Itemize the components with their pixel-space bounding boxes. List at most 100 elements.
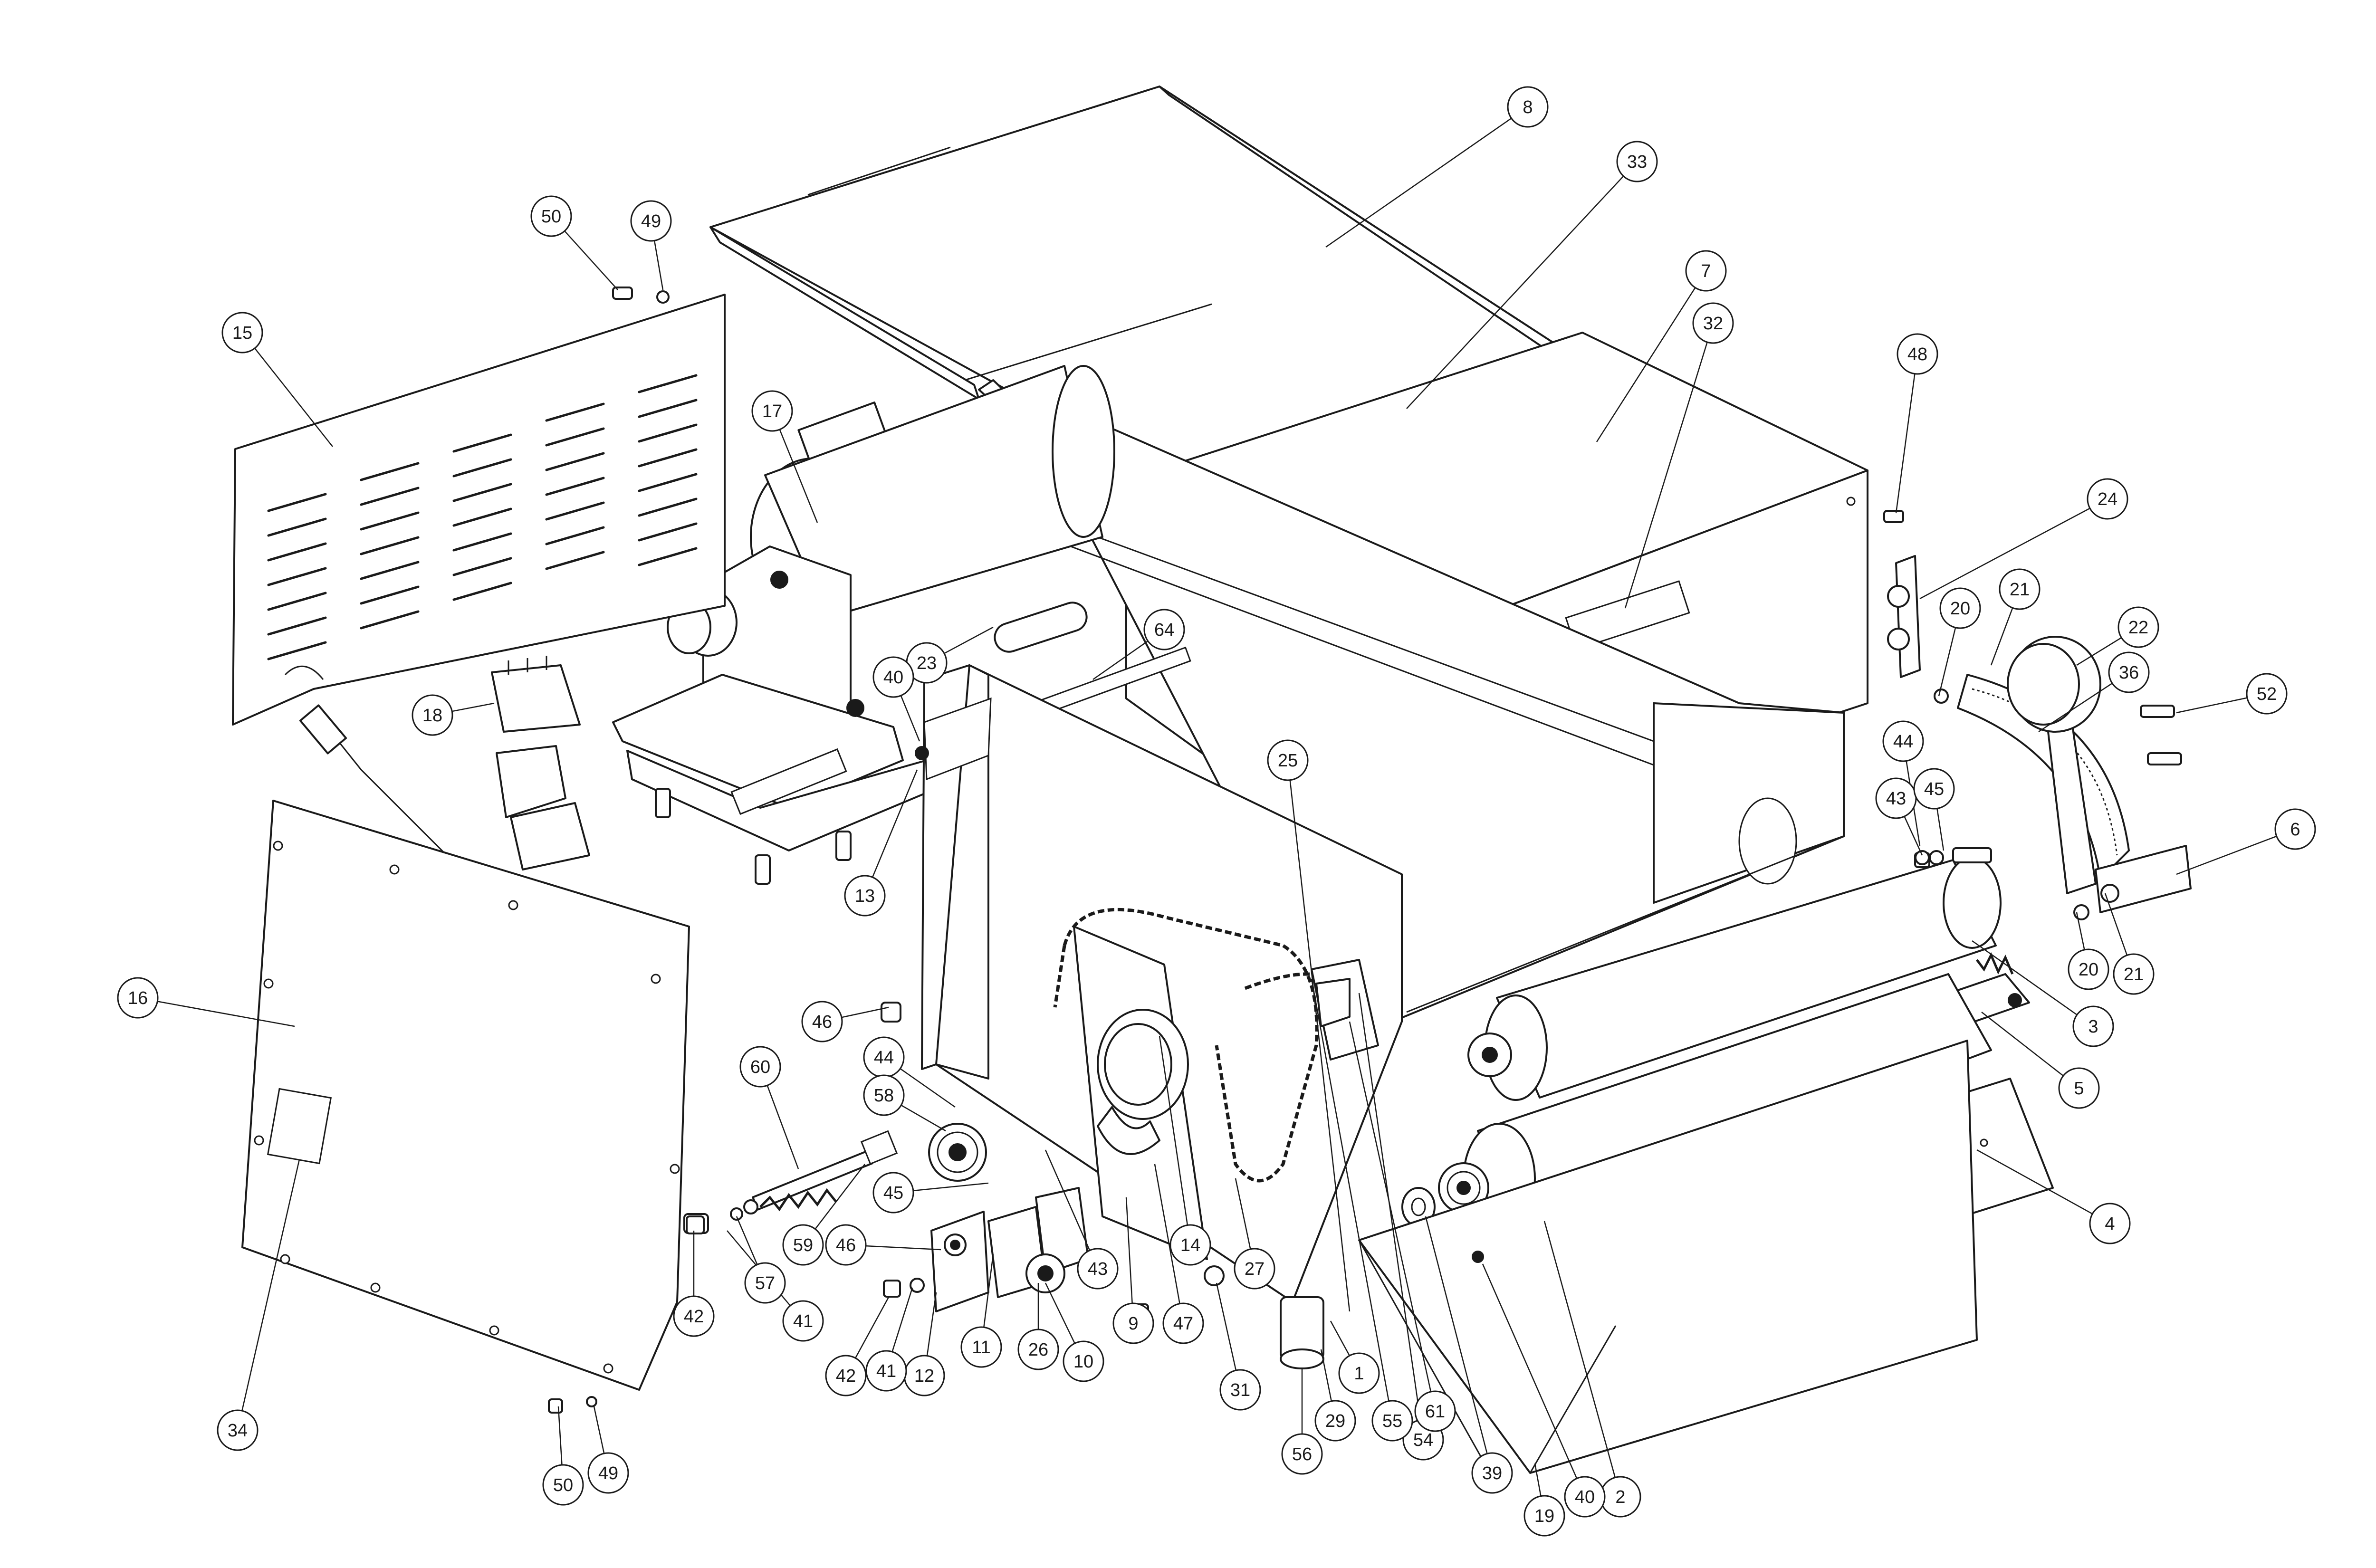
callout-number: 14 bbox=[1180, 1235, 1200, 1255]
callout-number: 42 bbox=[836, 1366, 856, 1386]
callout-number: 33 bbox=[1627, 152, 1647, 172]
leader-line bbox=[855, 1297, 890, 1358]
louver-slot bbox=[360, 511, 420, 531]
callout-circle bbox=[1939, 587, 1981, 629]
callout-circle bbox=[1281, 1433, 1323, 1475]
callout-number: 11 bbox=[972, 1338, 990, 1358]
callout-59: 59 bbox=[782, 1224, 824, 1266]
callout-number: 54 bbox=[1413, 1430, 1433, 1450]
callout-16: 16 bbox=[117, 977, 159, 1019]
callout-number: 29 bbox=[1325, 1411, 1345, 1431]
mount-hole bbox=[670, 1164, 680, 1174]
leader-line bbox=[1349, 1021, 1432, 1392]
part-side-arm bbox=[1934, 636, 2192, 920]
leader-line bbox=[1330, 1320, 1350, 1356]
part-drive-plate bbox=[1073, 926, 1208, 1260]
callout-number: 45 bbox=[883, 1183, 903, 1203]
callout-number: 40 bbox=[883, 668, 903, 688]
leader-line bbox=[2076, 637, 2122, 666]
callout-number: 25 bbox=[1278, 751, 1298, 771]
callout-number: 46 bbox=[812, 1012, 832, 1032]
callout-61: 61 bbox=[1414, 1390, 1456, 1432]
callout-number: 43 bbox=[1088, 1259, 1108, 1279]
callout-26: 26 bbox=[1017, 1329, 1059, 1370]
leader-line bbox=[1904, 816, 1923, 856]
callout-49b: 49 bbox=[587, 1452, 629, 1494]
callout-58: 58 bbox=[863, 1074, 905, 1116]
callout-circle bbox=[2087, 478, 2128, 520]
callout-number: 32 bbox=[1703, 314, 1723, 334]
callout-circle bbox=[1507, 86, 1549, 128]
callout-42a: 42 bbox=[673, 1295, 715, 1337]
callout-number: 23 bbox=[917, 653, 937, 673]
callout-number: 6 bbox=[2290, 820, 2300, 840]
callout-circle bbox=[2274, 808, 2316, 850]
callout-number: 20 bbox=[1950, 599, 1970, 619]
callout-42b: 42 bbox=[825, 1355, 867, 1396]
bar-bolt bbox=[2008, 993, 2022, 1007]
callout-circle bbox=[2089, 1203, 2131, 1244]
leader-line bbox=[2176, 835, 2277, 875]
leader-line bbox=[1938, 627, 1956, 697]
mount-hole bbox=[254, 1135, 264, 1146]
part-roller-upper bbox=[1467, 857, 2002, 1101]
callout-number: 48 bbox=[1907, 344, 1927, 364]
callout-57: 57 bbox=[744, 1262, 786, 1304]
callout-number: 49 bbox=[598, 1463, 618, 1483]
callout-44b: 44 bbox=[1882, 720, 1924, 762]
leader-line bbox=[452, 702, 495, 712]
callout-circle bbox=[1897, 333, 1938, 375]
part-switch bbox=[491, 656, 590, 870]
louver-slot bbox=[452, 483, 512, 502]
callout-21a: 21 bbox=[1999, 568, 2041, 610]
callout-number: 16 bbox=[128, 988, 148, 1008]
callout-circle bbox=[2072, 1005, 2114, 1047]
callout-circle bbox=[117, 977, 159, 1019]
callout-number: 50 bbox=[541, 207, 561, 227]
louver-slot bbox=[452, 458, 512, 478]
callout-circle bbox=[2068, 948, 2109, 990]
callout-circle bbox=[1616, 141, 1658, 182]
louver-slots bbox=[267, 374, 698, 660]
leader-line bbox=[593, 1406, 605, 1454]
mount-hole bbox=[603, 1363, 613, 1374]
callout-circle bbox=[863, 1074, 905, 1116]
leader-line bbox=[564, 230, 618, 290]
callout-number: 27 bbox=[1245, 1259, 1265, 1279]
callout-27: 27 bbox=[1234, 1248, 1275, 1290]
callout-40b: 40 bbox=[1564, 1476, 1606, 1518]
mount-hole bbox=[273, 841, 283, 851]
leader-line bbox=[1044, 1149, 1091, 1251]
callout-45b: 45 bbox=[1913, 768, 1955, 810]
callout-3: 3 bbox=[2072, 1005, 2114, 1047]
callout-number: 42 bbox=[684, 1307, 704, 1327]
callout-number: 17 bbox=[762, 402, 782, 421]
callout-number: 4 bbox=[2105, 1214, 2115, 1234]
callout-56: 56 bbox=[1281, 1433, 1323, 1475]
mount-hole bbox=[263, 978, 274, 989]
callout-circle bbox=[1414, 1390, 1456, 1432]
callout-circle bbox=[744, 1262, 786, 1304]
leader-line bbox=[736, 1216, 758, 1265]
callout-number: 52 bbox=[2257, 684, 2277, 704]
callout-circle bbox=[1267, 739, 1309, 781]
callout-24: 24 bbox=[2087, 478, 2128, 520]
callout-number: 2 bbox=[1615, 1487, 1625, 1507]
callout-46a: 46 bbox=[801, 1001, 843, 1042]
callout-circle bbox=[2058, 1067, 2100, 1109]
louver-slot bbox=[267, 542, 327, 562]
callout-circle bbox=[673, 1295, 715, 1337]
callout-43b: 43 bbox=[1875, 777, 1917, 819]
callout-circle bbox=[1338, 1352, 1380, 1394]
leader-line bbox=[1976, 1149, 2093, 1214]
part-chute bbox=[1358, 1040, 1978, 1474]
louver-slot bbox=[360, 610, 420, 630]
callout-circle bbox=[1882, 720, 1924, 762]
leader-line bbox=[1235, 1178, 1251, 1250]
louver-slot bbox=[360, 585, 420, 605]
leader-line bbox=[157, 1001, 295, 1027]
callout-circle bbox=[1077, 1248, 1119, 1290]
callout-47: 47 bbox=[1162, 1302, 1204, 1344]
callout-number: 44 bbox=[1893, 732, 1913, 752]
leader-line bbox=[2104, 893, 2128, 956]
